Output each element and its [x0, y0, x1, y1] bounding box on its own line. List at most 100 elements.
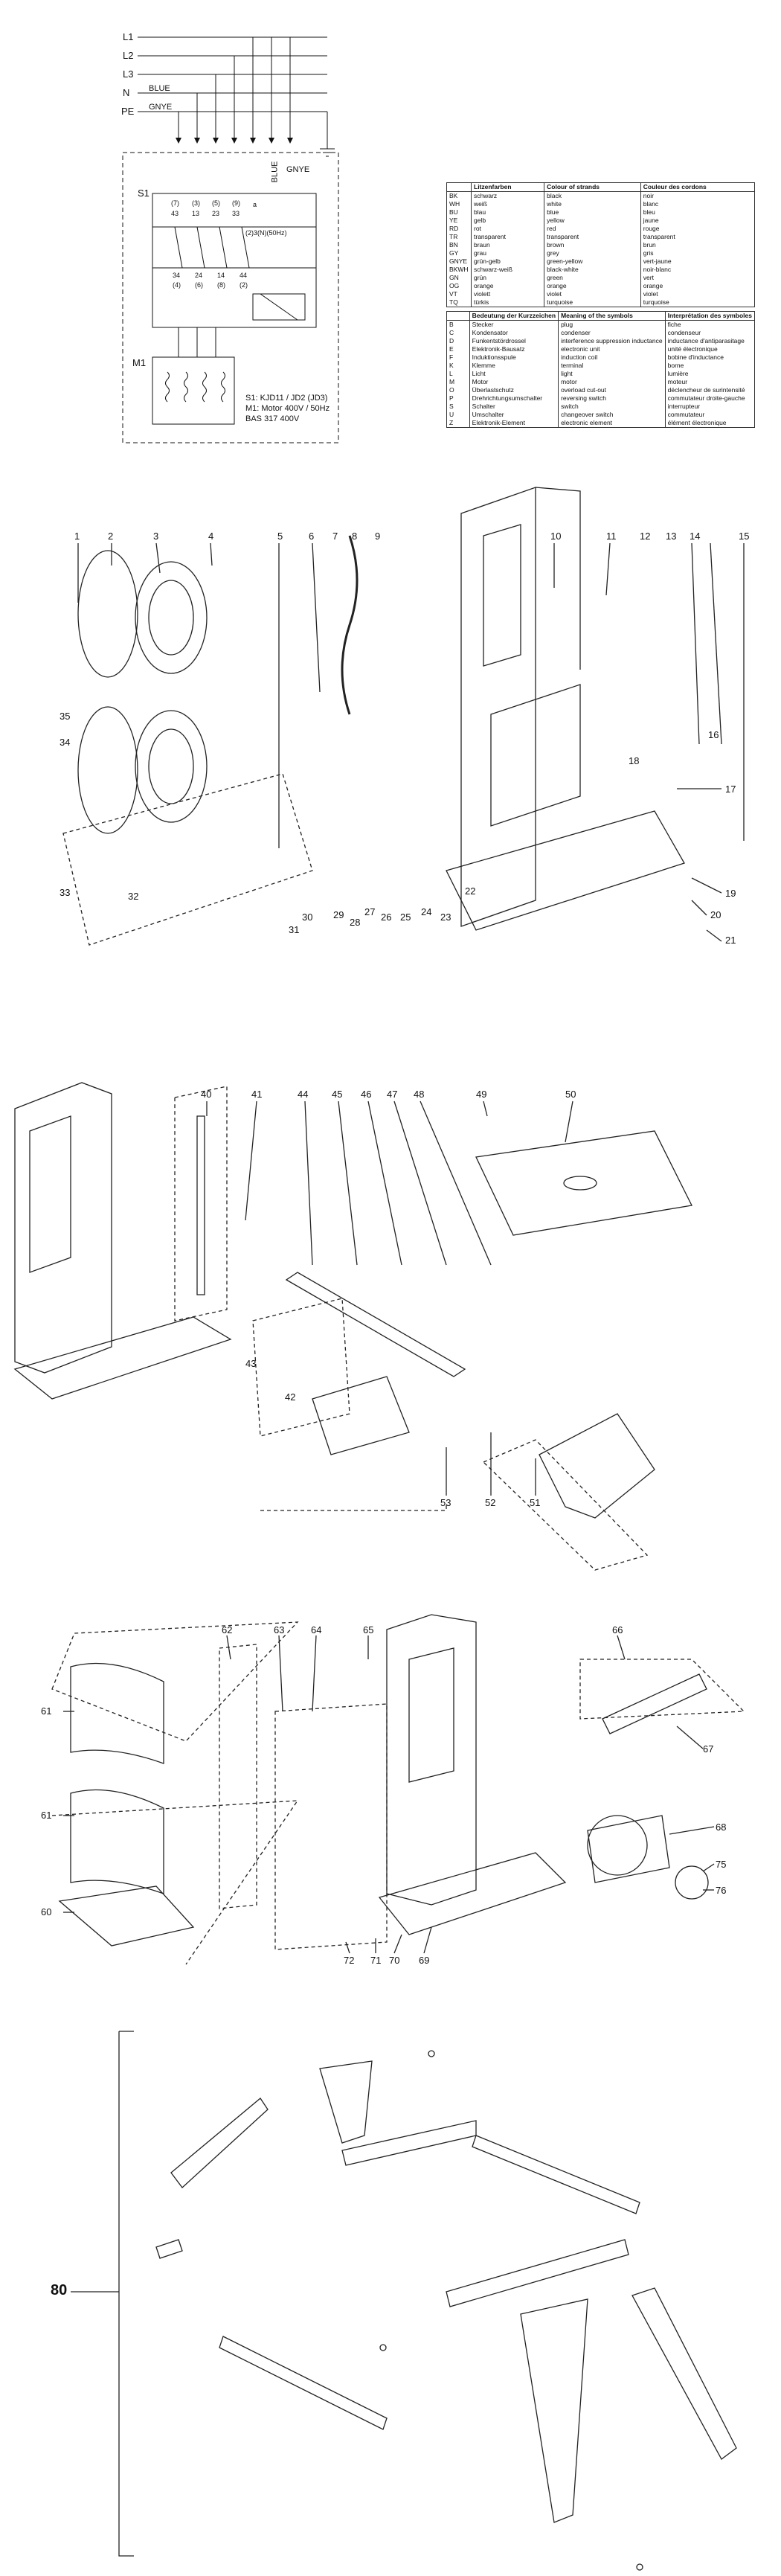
part-number-51: 51 [530, 1497, 541, 1508]
colour-legend-cell: GN [449, 274, 459, 281]
terminal-top-1: (3) [192, 199, 200, 207]
terminal-top-7: 33 [232, 210, 240, 217]
part-number-67: 67 [703, 1743, 714, 1755]
colour-legend-cell: black [544, 191, 641, 200]
symbol-legend-cell: E [449, 345, 454, 353]
part-number-30: 30 [302, 911, 313, 923]
colour-legend-cell: WH [449, 200, 460, 208]
part-number-28: 28 [350, 917, 361, 928]
part-number-34: 34 [60, 737, 71, 748]
symbol-legend-cell: déclencheur de surintensité [664, 386, 755, 394]
symbol-legend-cell: reversing switch [558, 394, 666, 403]
terminal-top-6: 23 [212, 210, 220, 217]
symbol-legend-cell: inductance d'antiparasitage [664, 337, 755, 345]
wire-label-blue: BLUE [149, 84, 170, 93]
part-number-17: 17 [725, 784, 736, 795]
symbol-legend-cell: terminal [558, 362, 666, 370]
part-number-13: 13 [666, 531, 677, 542]
symbol-legend-cell: borne [664, 362, 755, 370]
symbol-legend-cell: Überlastschutz [469, 386, 559, 394]
symbol-legend-header-cell [446, 311, 470, 321]
part-number-33: 33 [60, 887, 71, 898]
part-number-53: 53 [440, 1497, 451, 1508]
part-number-60: 60 [41, 1906, 52, 1917]
line-label-n: N [123, 87, 130, 98]
colour-legend-cell: noir-blanc [640, 266, 755, 274]
part-number-32: 32 [128, 891, 139, 902]
part-number-4: 4 [208, 531, 214, 542]
part-number-65: 65 [363, 1624, 374, 1635]
part-number-24: 24 [421, 906, 432, 917]
colour-legend-cell: jaune [640, 217, 755, 225]
colour-legend-cell: blau [470, 208, 544, 217]
symbol-legend-cell: Funkentstördrossel [469, 337, 559, 345]
colour-legend-cell: vert [640, 274, 755, 282]
colour-legend-header-cell [446, 182, 472, 192]
colour-legend-cell: grey [544, 249, 641, 257]
part-number-29: 29 [333, 909, 344, 920]
part-number-6: 6 [309, 531, 315, 542]
colour-legend-cell: transparent [470, 233, 544, 241]
motor-spec: S1: KJD11 / JD2 (JD3) M1: Motor 400V / 5… [245, 393, 330, 424]
colour-legend-cell: bleu [640, 208, 755, 217]
colour-legend-cell: violet [544, 290, 641, 298]
colour-legend-cell: blanc [640, 200, 755, 208]
symbol-legend-cell: O [449, 386, 454, 394]
motor-label: M1 [132, 357, 147, 368]
part-number-46: 46 [361, 1089, 372, 1100]
symbol-legend-cell: L [449, 370, 453, 377]
terminal-bottom-2: (4) [173, 281, 181, 289]
symbol-legend-cell: condenser [558, 329, 666, 337]
line-label-l3: L3 [123, 68, 134, 80]
symbol-legend-cell: B [449, 321, 454, 328]
symbol-legend-cell: Kondensator [469, 329, 559, 337]
symbol-legend-cell: interference suppression inductance [558, 337, 666, 345]
symbol-legend-cell: induction coil [558, 353, 666, 362]
part-number-50: 50 [565, 1089, 576, 1100]
terminal-top-5: 13 [192, 210, 200, 217]
symbol-legend-cell: motor [558, 378, 666, 386]
colour-legend-cell: orange [640, 282, 755, 290]
colour-legend-cell: türkis [470, 298, 544, 307]
symbol-legend-cell: Licht [469, 370, 559, 378]
part-number-11: 11 [606, 531, 617, 542]
symbol-legend-header-cell: Meaning of the symbols [558, 311, 666, 321]
symbol-legend-cell: light [558, 370, 666, 378]
motor-spec-line-2: BAS 317 400V [245, 414, 300, 423]
terminal-bottom-0: 34 [173, 272, 181, 279]
colour-legend-cell: red [544, 225, 641, 233]
part-number-25: 25 [400, 911, 411, 923]
part-number-31: 31 [289, 924, 300, 935]
colour-legend-cell: schwarz-weiß [470, 266, 544, 274]
terminal-bottom-3: (6) [195, 281, 203, 289]
part-number-61a: 61 [41, 1705, 52, 1717]
colour-legend-cell: turquoise [640, 298, 755, 307]
symbol-legend-cell: electronic element [558, 419, 666, 428]
colour-legend-cell: grün [470, 274, 544, 282]
colour-legend-cell: violett [470, 290, 544, 298]
terminal-top-0: (7) [171, 199, 179, 207]
symbol-legend-cell: Induktionsspule [469, 353, 559, 362]
colour-legend-cell: transparent [640, 233, 755, 241]
symbol-legend-cell: U [449, 411, 454, 418]
part-number-75: 75 [716, 1859, 727, 1870]
part-number-68: 68 [716, 1822, 727, 1833]
line-label-l1: L1 [123, 31, 134, 42]
symbol-legend-cell: overload cut-out [558, 386, 666, 394]
part-number-41: 41 [251, 1089, 263, 1100]
part-number-8: 8 [352, 531, 358, 542]
colour-legend-cell: BKWH [449, 266, 469, 273]
